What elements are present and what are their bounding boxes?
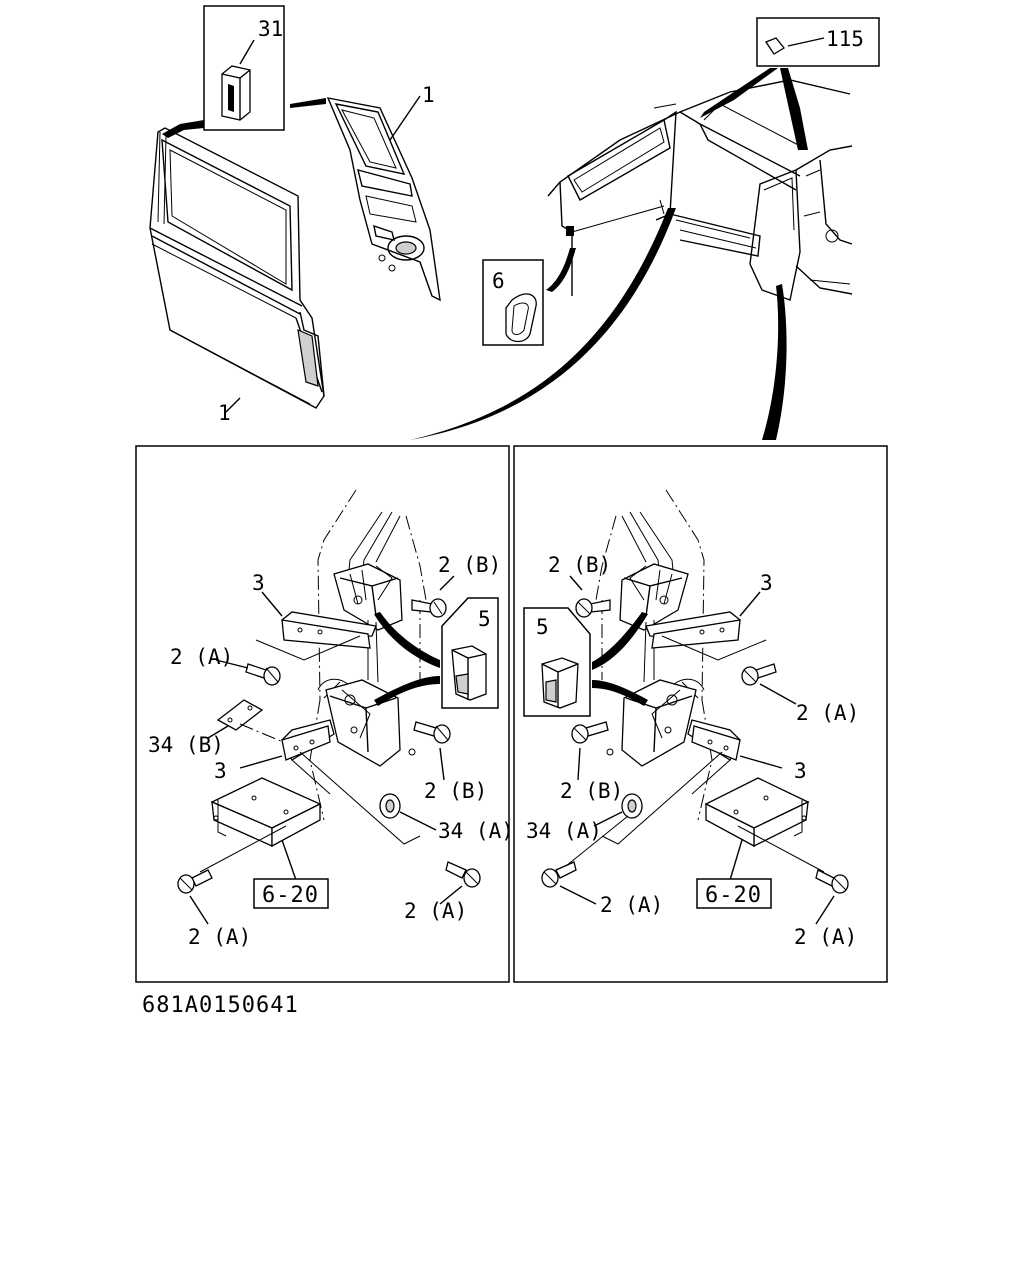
- bolt-icon[interactable]: [411, 598, 447, 618]
- callout-line: [399, 811, 437, 831]
- left-ref-callout: 6-20: [262, 883, 319, 908]
- bolt-icon[interactable]: [575, 598, 611, 618]
- callout-line: [739, 755, 783, 769]
- callout-line: [729, 839, 743, 881]
- callout-line: [739, 591, 761, 617]
- right-bolt-a-right-callout: 2 (A): [794, 925, 857, 949]
- left-stopper-callout: 5: [478, 607, 491, 631]
- stopper-icon: [451, 645, 487, 701]
- pointer-arrow: [700, 68, 778, 118]
- guide-line: [199, 825, 287, 873]
- bolt-icon[interactable]: [741, 663, 777, 686]
- callout-line: [439, 575, 455, 591]
- label-ref-callout: 115: [826, 27, 864, 51]
- door-inner-panel[interactable]: [326, 97, 441, 302]
- right-reinforcement: [704, 777, 810, 848]
- guide-line: [601, 751, 731, 845]
- callout-line: [207, 725, 229, 739]
- callout-line: [577, 747, 581, 781]
- callout-line: [759, 683, 797, 705]
- grommet-callout: 6: [492, 269, 505, 293]
- bolt-icon[interactable]: [541, 861, 577, 888]
- vehicle-body: [547, 79, 853, 301]
- left-ref-box[interactable]: [253, 878, 329, 909]
- guide-line: [565, 815, 629, 867]
- callout-line: [215, 659, 249, 669]
- sweep-leader-right: [762, 284, 787, 440]
- callout-line: [189, 895, 209, 925]
- right-bolt-a-left-callout: 2 (A): [600, 893, 663, 917]
- pointer-arrow: [374, 612, 440, 668]
- pointer-arrow: [374, 676, 440, 706]
- washer-icon[interactable]: [379, 793, 401, 819]
- right-bolt-b-lower-callout: 2 (B): [560, 779, 623, 803]
- callout-line: [261, 591, 283, 617]
- bolt-icon[interactable]: [571, 721, 609, 744]
- weatherstrip-callout: 31: [258, 17, 283, 41]
- callout-line: [559, 885, 597, 905]
- left-bolt-a-upper-callout: 2 (A): [170, 645, 233, 669]
- callout-line: [239, 755, 283, 769]
- guide-line: [661, 635, 767, 661]
- right-hinge-assembly: [595, 489, 713, 821]
- bolt-icon[interactable]: [413, 721, 451, 744]
- right-bolt-b-upper-callout: 2 (B): [548, 553, 611, 577]
- left-plate-b[interactable]: [216, 699, 264, 731]
- bolt-icon[interactable]: [245, 663, 281, 686]
- label-sticker-icon: [765, 37, 785, 55]
- left-bolt-b-upper-callout: 2 (B): [438, 553, 501, 577]
- bolt-icon[interactable]: [177, 869, 213, 894]
- label-ref-box: [756, 17, 880, 67]
- door-outer-callout: 1: [218, 401, 231, 425]
- left-bracket-lower[interactable]: [281, 719, 335, 761]
- callout-line: [787, 37, 825, 47]
- door-outer-panel[interactable]: [149, 127, 325, 409]
- left-bolt-a-right-callout: 2 (A): [404, 899, 467, 923]
- callout-line: [281, 839, 297, 881]
- diagram-id: 681A0150641: [142, 993, 299, 1018]
- left-plate-b-callout: 34 (B): [148, 733, 224, 757]
- guide-line: [737, 825, 825, 873]
- right-ref-box[interactable]: [696, 878, 772, 909]
- bolt-icon[interactable]: [815, 869, 849, 894]
- callout-line: [569, 575, 583, 591]
- right-bracket-upper[interactable]: [645, 611, 741, 649]
- door-inner-callout: 1: [422, 83, 435, 107]
- right-bracket-upper-callout: 3: [760, 571, 773, 595]
- pointer-arrow: [290, 98, 326, 108]
- washer-icon[interactable]: [621, 793, 643, 819]
- left-washer-a-callout: 34 (A): [438, 819, 514, 843]
- callout-line: [439, 885, 463, 905]
- left-bracket-upper-callout: 3: [252, 571, 265, 595]
- right-bracket-lower[interactable]: [687, 719, 741, 761]
- callout-line: [389, 95, 421, 141]
- right-stopper-callout: 5: [536, 615, 549, 639]
- right-bolt-a-upper-callout: 2 (A): [796, 701, 859, 725]
- pointer-arrow: [592, 680, 648, 706]
- pointer-arrow: [546, 248, 576, 292]
- weatherstrip-icon: [221, 65, 251, 121]
- right-washer-a-callout: 34 (A): [526, 819, 602, 843]
- callout-line: [593, 811, 623, 827]
- left-reinforcement: [210, 777, 322, 848]
- pointer-arrow: [592, 612, 648, 670]
- pointer-arrow: [780, 68, 808, 150]
- callout-line: [815, 895, 835, 925]
- stopper-icon: [541, 657, 579, 709]
- callout-line: [225, 397, 241, 413]
- callout-line: [439, 747, 445, 781]
- right-ref-callout: 6-20: [705, 883, 762, 908]
- left-bolt-a-left-callout: 2 (A): [188, 925, 251, 949]
- grommet-icon: [505, 293, 537, 343]
- left-bolt-b-lower-callout: 2 (B): [424, 779, 487, 803]
- left-bracket-lower-callout: 3: [214, 759, 227, 783]
- right-bracket-lower-callout: 3: [794, 759, 807, 783]
- callout-line: [239, 39, 255, 65]
- guide-line: [291, 751, 421, 845]
- bolt-icon[interactable]: [445, 861, 481, 888]
- pointer-arrow: [162, 120, 204, 138]
- guide-line: [255, 635, 361, 661]
